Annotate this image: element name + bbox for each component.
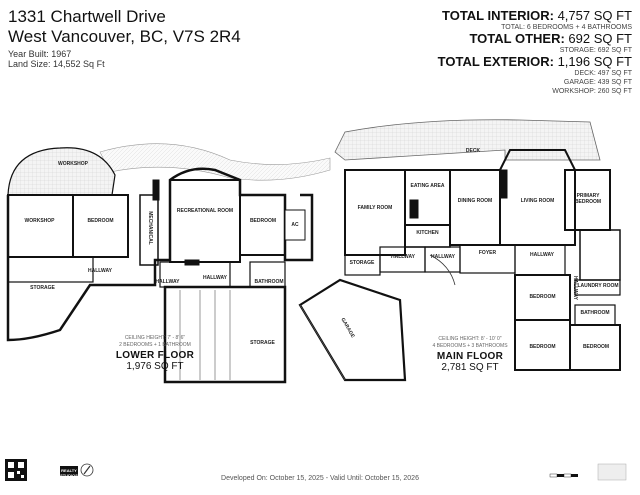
interior-value: 4,757 SQ FT xyxy=(557,8,632,23)
room-storage-lower-2: STORAGE xyxy=(250,340,275,346)
room-bedroom-main-2: BEDROOM xyxy=(529,344,556,350)
room-bedroom-lower-2: BEDROOM xyxy=(249,218,277,224)
room-dining: DINING ROOM xyxy=(457,198,493,204)
room-workshop: WORKSHOP xyxy=(24,218,55,224)
room-workshop-exterior: WORKSHOP xyxy=(58,161,88,167)
interior-label: TOTAL INTERIOR: xyxy=(442,8,554,23)
address-line-1: 1331 Chartwell Drive xyxy=(8,7,166,26)
scale-bar xyxy=(549,473,578,478)
brand-logo xyxy=(60,466,78,476)
room-storage-main: STORAGE xyxy=(349,260,375,266)
room-storage-lower-1: STORAGE xyxy=(30,285,55,291)
main-ceiling-height: CEILING HEIGHT: 8' - 10' 0" xyxy=(438,336,502,342)
room-hallway-main-3: HALLWAY xyxy=(530,252,554,258)
room-ac: AC xyxy=(291,222,299,228)
lower-floor-title: LOWER FLOOR xyxy=(115,350,195,361)
land-size: Land Size: 14,552 Sq Ft xyxy=(8,59,105,69)
qr-code xyxy=(5,459,27,481)
exterior-deck: DECK: 497 SQ FT xyxy=(574,70,632,77)
room-laundry: LAUNDRY ROOM xyxy=(577,283,619,289)
lower-floor-sqft: 1,976 SQ FT xyxy=(126,361,184,372)
totals-panel: TOTAL INTERIOR: 4,757 SQ FT TOTAL: 6 BED… xyxy=(438,9,632,96)
exterior-garage: GARAGE: 439 SQ FT xyxy=(563,79,632,86)
room-primary-bedroom: PRIMARY BEDROOM xyxy=(574,193,602,205)
main-summary: 4 BEDROOMS + 3 BATHROOMS xyxy=(432,343,508,349)
year-built: Year Built: 1967 xyxy=(8,49,72,59)
room-bedroom-main-3: BEDROOM xyxy=(582,344,610,350)
lower-summary: 2 BEDROOMS + 1 BATHROOM xyxy=(119,342,191,348)
other-detail: STORAGE: 692 SQ FT xyxy=(559,47,632,54)
footer-validity: Developed On: October 15, 2025 - Valid U… xyxy=(221,475,419,482)
other-value: 692 SQ FT xyxy=(568,31,632,46)
room-kitchen: KITCHEN xyxy=(416,230,439,236)
room-foyer: FOYER xyxy=(478,250,497,256)
lower-ceiling-height: CEILING HEIGHT: 7' - 8' 6" xyxy=(124,335,186,341)
room-bathroom-main: BATHROOM xyxy=(580,310,610,316)
room-bedroom-main-1: BEDROOM xyxy=(529,294,556,300)
brand-name: REALTY STUDIOS xyxy=(60,468,78,478)
room-bathroom-lower: BATHROOM xyxy=(254,279,284,285)
exterior-workshop: WORKSHOP: 260 SQ FT xyxy=(552,88,632,95)
exterior-value: 1,196 SQ FT xyxy=(557,54,632,69)
main-floor-sqft: 2,781 SQ FT xyxy=(441,362,499,373)
room-eating-area: EATING AREA xyxy=(410,183,445,189)
room-hallway-lower-2: HALLWAY xyxy=(155,279,180,285)
room-living: LIVING ROOM xyxy=(520,198,555,204)
room-deck: DECK xyxy=(465,148,481,154)
room-hallway-lower-1: HALLWAY xyxy=(88,268,112,274)
room-family: FAMILY ROOM xyxy=(357,205,393,211)
room-hallway-lower-3: HALLWAY xyxy=(203,275,227,281)
room-recreational: RECREATIONAL ROOM xyxy=(176,208,234,214)
room-bedroom-lower-1: BEDROOM xyxy=(87,218,114,224)
certification-logo xyxy=(597,463,627,481)
room-hallway-main-1: HALLWAY xyxy=(391,254,415,260)
address-line-2: West Vancouver, BC, V7S 2R4 xyxy=(8,27,241,46)
compass-icon xyxy=(80,463,94,477)
main-floor-plan xyxy=(298,119,621,382)
interior-detail: TOTAL: 6 BEDROOMS + 4 BATHROOMS xyxy=(501,24,632,31)
room-hallway-main-2: HALLWAY xyxy=(431,254,455,260)
room-mechanical: MECHANICAL xyxy=(147,211,153,245)
other-label: TOTAL OTHER: xyxy=(469,31,565,46)
lower-floor-plan xyxy=(6,143,331,384)
exterior-label: TOTAL EXTERIOR: xyxy=(437,54,554,69)
main-floor-title: MAIN FLOOR xyxy=(436,351,504,362)
